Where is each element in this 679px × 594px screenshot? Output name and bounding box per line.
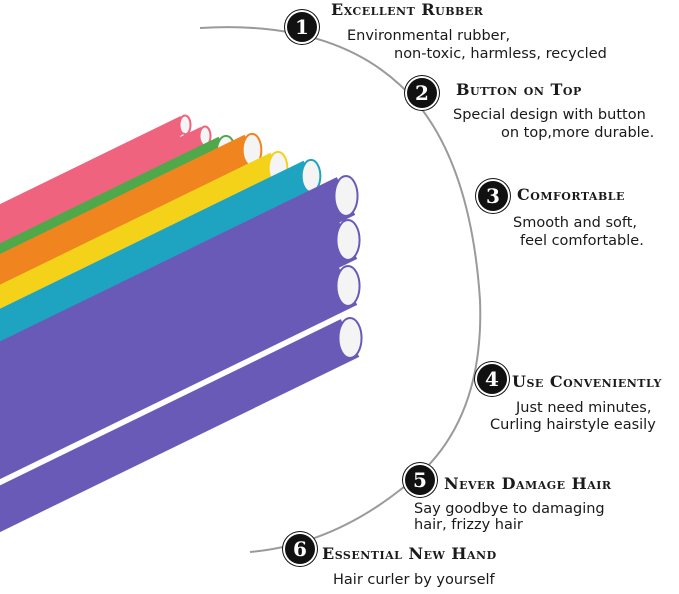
curler-rod-29 <box>0 267 358 480</box>
feature-desc-5a: Say goodbye to damaging <box>414 501 605 517</box>
feature-title-5: Never Damage Hair <box>444 474 612 493</box>
feature-desc-4a: Just need minutes, <box>516 400 652 416</box>
feature-title-4: Use Conveniently <box>512 372 662 391</box>
number-badge-2: 2 <box>407 78 437 108</box>
curler-rod-6 <box>0 127 210 248</box>
curler-rod-end-28 <box>335 219 361 261</box>
number-badge-1: 1 <box>287 12 317 42</box>
feature-desc-2b: on top,more durable. <box>501 125 655 141</box>
number-badge-6: 6 <box>285 534 315 564</box>
feature-title-2: Button on Top <box>456 80 582 99</box>
hair-curler-rods <box>0 114 363 533</box>
feature-desc-3a: Smooth and soft, <box>513 215 638 231</box>
curler-rod-28 <box>0 221 358 434</box>
curler-rod-27 <box>0 177 356 389</box>
curler-rod-19 <box>0 152 286 323</box>
curler-rod-1 <box>0 116 190 227</box>
number-badge-4: 4 <box>477 364 507 394</box>
curler-rod-end-27 <box>333 175 359 217</box>
curler-rod-30 <box>0 319 360 533</box>
number-badge-5: 5 <box>405 465 435 495</box>
feature-desc-2a: Special design with button <box>453 107 646 123</box>
curler-rod-15 <box>0 134 260 292</box>
feature-desc-5b: hair, frizzy hair <box>414 517 523 533</box>
feature-desc-1b: non-toxic, harmless, recycled <box>394 46 607 62</box>
feature-desc-6a: Hair curler by yourself <box>333 572 495 588</box>
curler-rod-end-30 <box>337 317 363 359</box>
feature-desc-4b: Curling hairstyle easily <box>490 417 656 433</box>
number-badge-3: 3 <box>478 181 508 211</box>
connector-arc <box>199 26 482 553</box>
feature-title-6: Essential New Hand <box>322 544 497 563</box>
curler-rod-23 <box>0 160 319 347</box>
feature-desc-1a: Environmental rubber, <box>347 28 511 44</box>
curler-rod-end-29 <box>335 265 361 307</box>
curler-rod-end-1 <box>178 114 192 136</box>
feature-title-3: Comfortable <box>517 185 625 204</box>
feature-desc-3b: feel comfortable. <box>520 233 644 249</box>
feature-title-1: Excellent Rubber <box>331 0 484 19</box>
